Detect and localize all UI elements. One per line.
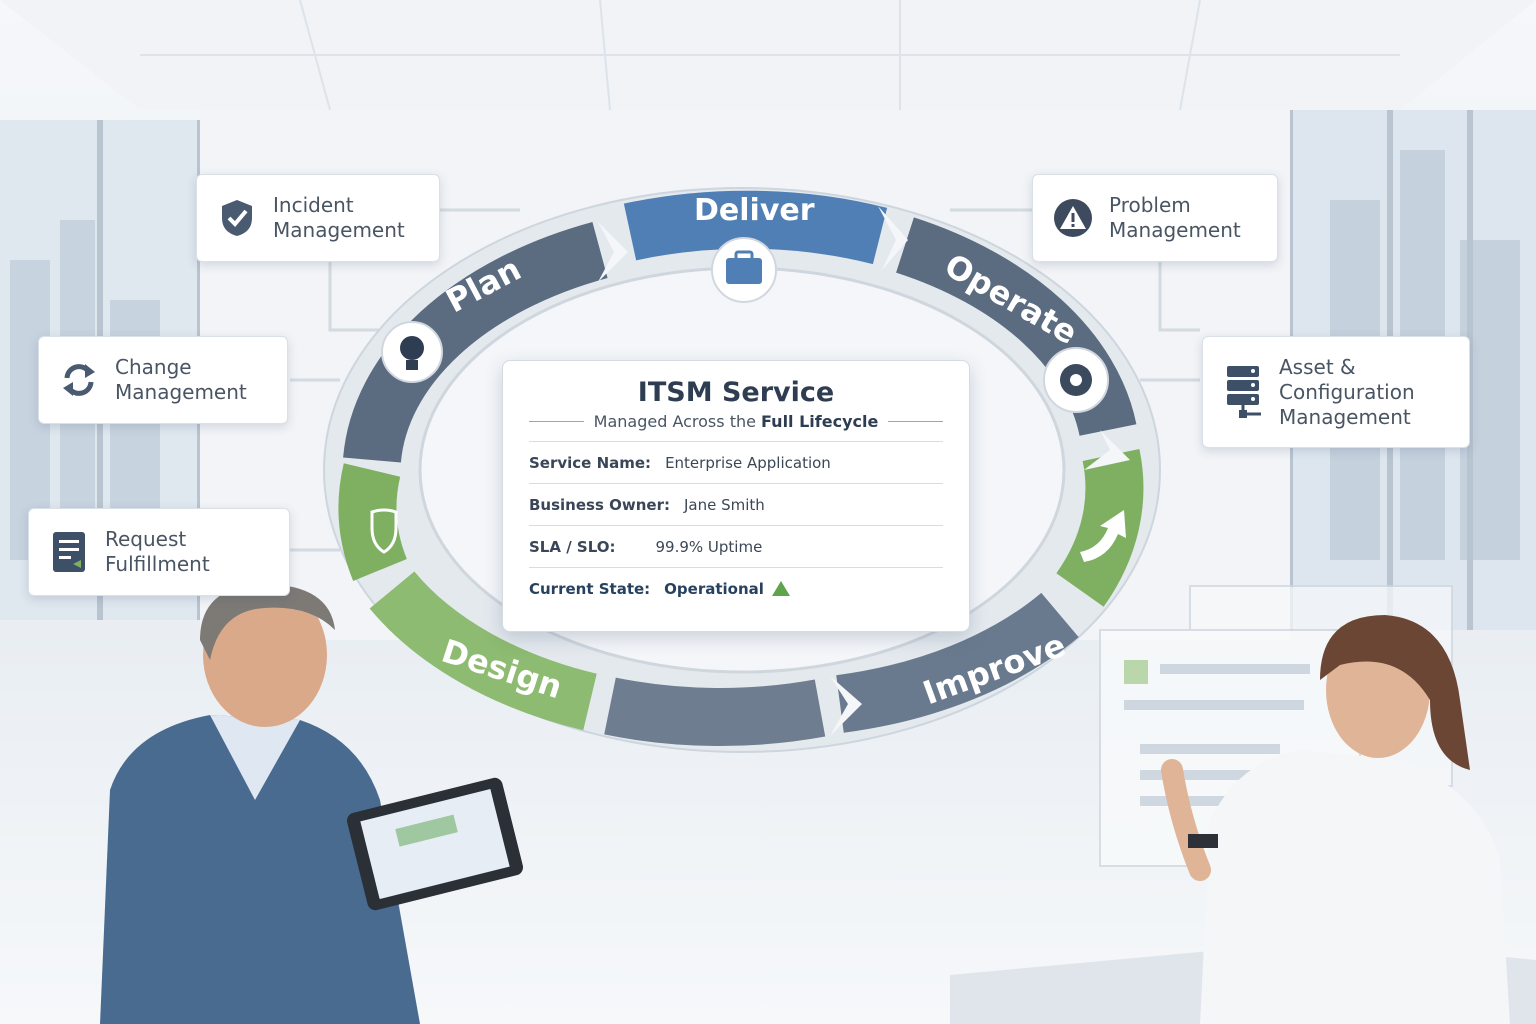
current-state-key: Current State:	[529, 579, 651, 598]
asset-line1: Asset &	[1279, 354, 1356, 379]
asset-line2: Configuration	[1279, 379, 1415, 404]
subtitle-prefix: Managed Across the	[593, 412, 756, 431]
incident-line2: Management	[273, 218, 405, 242]
business-owner-key: Business Owner:	[529, 495, 670, 514]
shield-check-icon	[217, 198, 257, 238]
subtitle-bold: Full Lifecycle	[761, 412, 879, 431]
incident-line1: Incident	[273, 193, 354, 217]
service-name-row: Service Name: Enterprise Application	[529, 442, 943, 484]
service-details: Service Name: Enterprise Application Bus…	[529, 441, 943, 609]
problem-line1: Problem	[1109, 193, 1191, 217]
arrow-up-icon	[1080, 510, 1126, 562]
service-name-key: Service Name:	[529, 453, 652, 472]
sla-value: 99.9% Uptime	[655, 537, 763, 556]
sla-row: SLA / SLO: 99.9% Uptime	[529, 526, 943, 568]
change-line2: Management	[115, 380, 247, 404]
document-icon	[49, 532, 89, 572]
server-icon	[1223, 366, 1263, 418]
woman-at-display	[1161, 615, 1510, 1024]
service-title: ITSM Service	[637, 377, 835, 408]
sla-key: SLA / SLO:	[529, 537, 616, 556]
toolbox-icon	[711, 237, 777, 303]
current-state-row: Current State: Operational	[529, 568, 943, 609]
itsm-service-card: ITSM Service Managed Across the Full Lif…	[502, 360, 970, 632]
phase-label-deliver: Deliver	[694, 193, 815, 228]
service-subtitle: Managed Across the Full Lifecycle	[529, 412, 943, 431]
business-owner-row: Business Owner: Jane Smith	[529, 484, 943, 526]
change-line1: Change	[115, 355, 192, 379]
man-with-tablet	[100, 583, 524, 1024]
service-name-value: Enterprise Application	[665, 453, 831, 472]
status-up-icon	[771, 581, 790, 596]
gear-icon	[1043, 347, 1109, 413]
business-owner-value: Jane Smith	[683, 495, 765, 514]
current-state-value: Operational	[664, 579, 764, 598]
warning-icon	[1053, 198, 1093, 238]
asset-line3: Management	[1279, 404, 1411, 429]
problem-line2: Management	[1109, 218, 1241, 242]
request-line1: Request	[105, 527, 187, 551]
shield-icon	[370, 508, 398, 554]
request-line2: Fulfillment	[105, 552, 210, 576]
refresh-icon	[59, 360, 99, 400]
lightbulb-icon	[381, 321, 443, 383]
